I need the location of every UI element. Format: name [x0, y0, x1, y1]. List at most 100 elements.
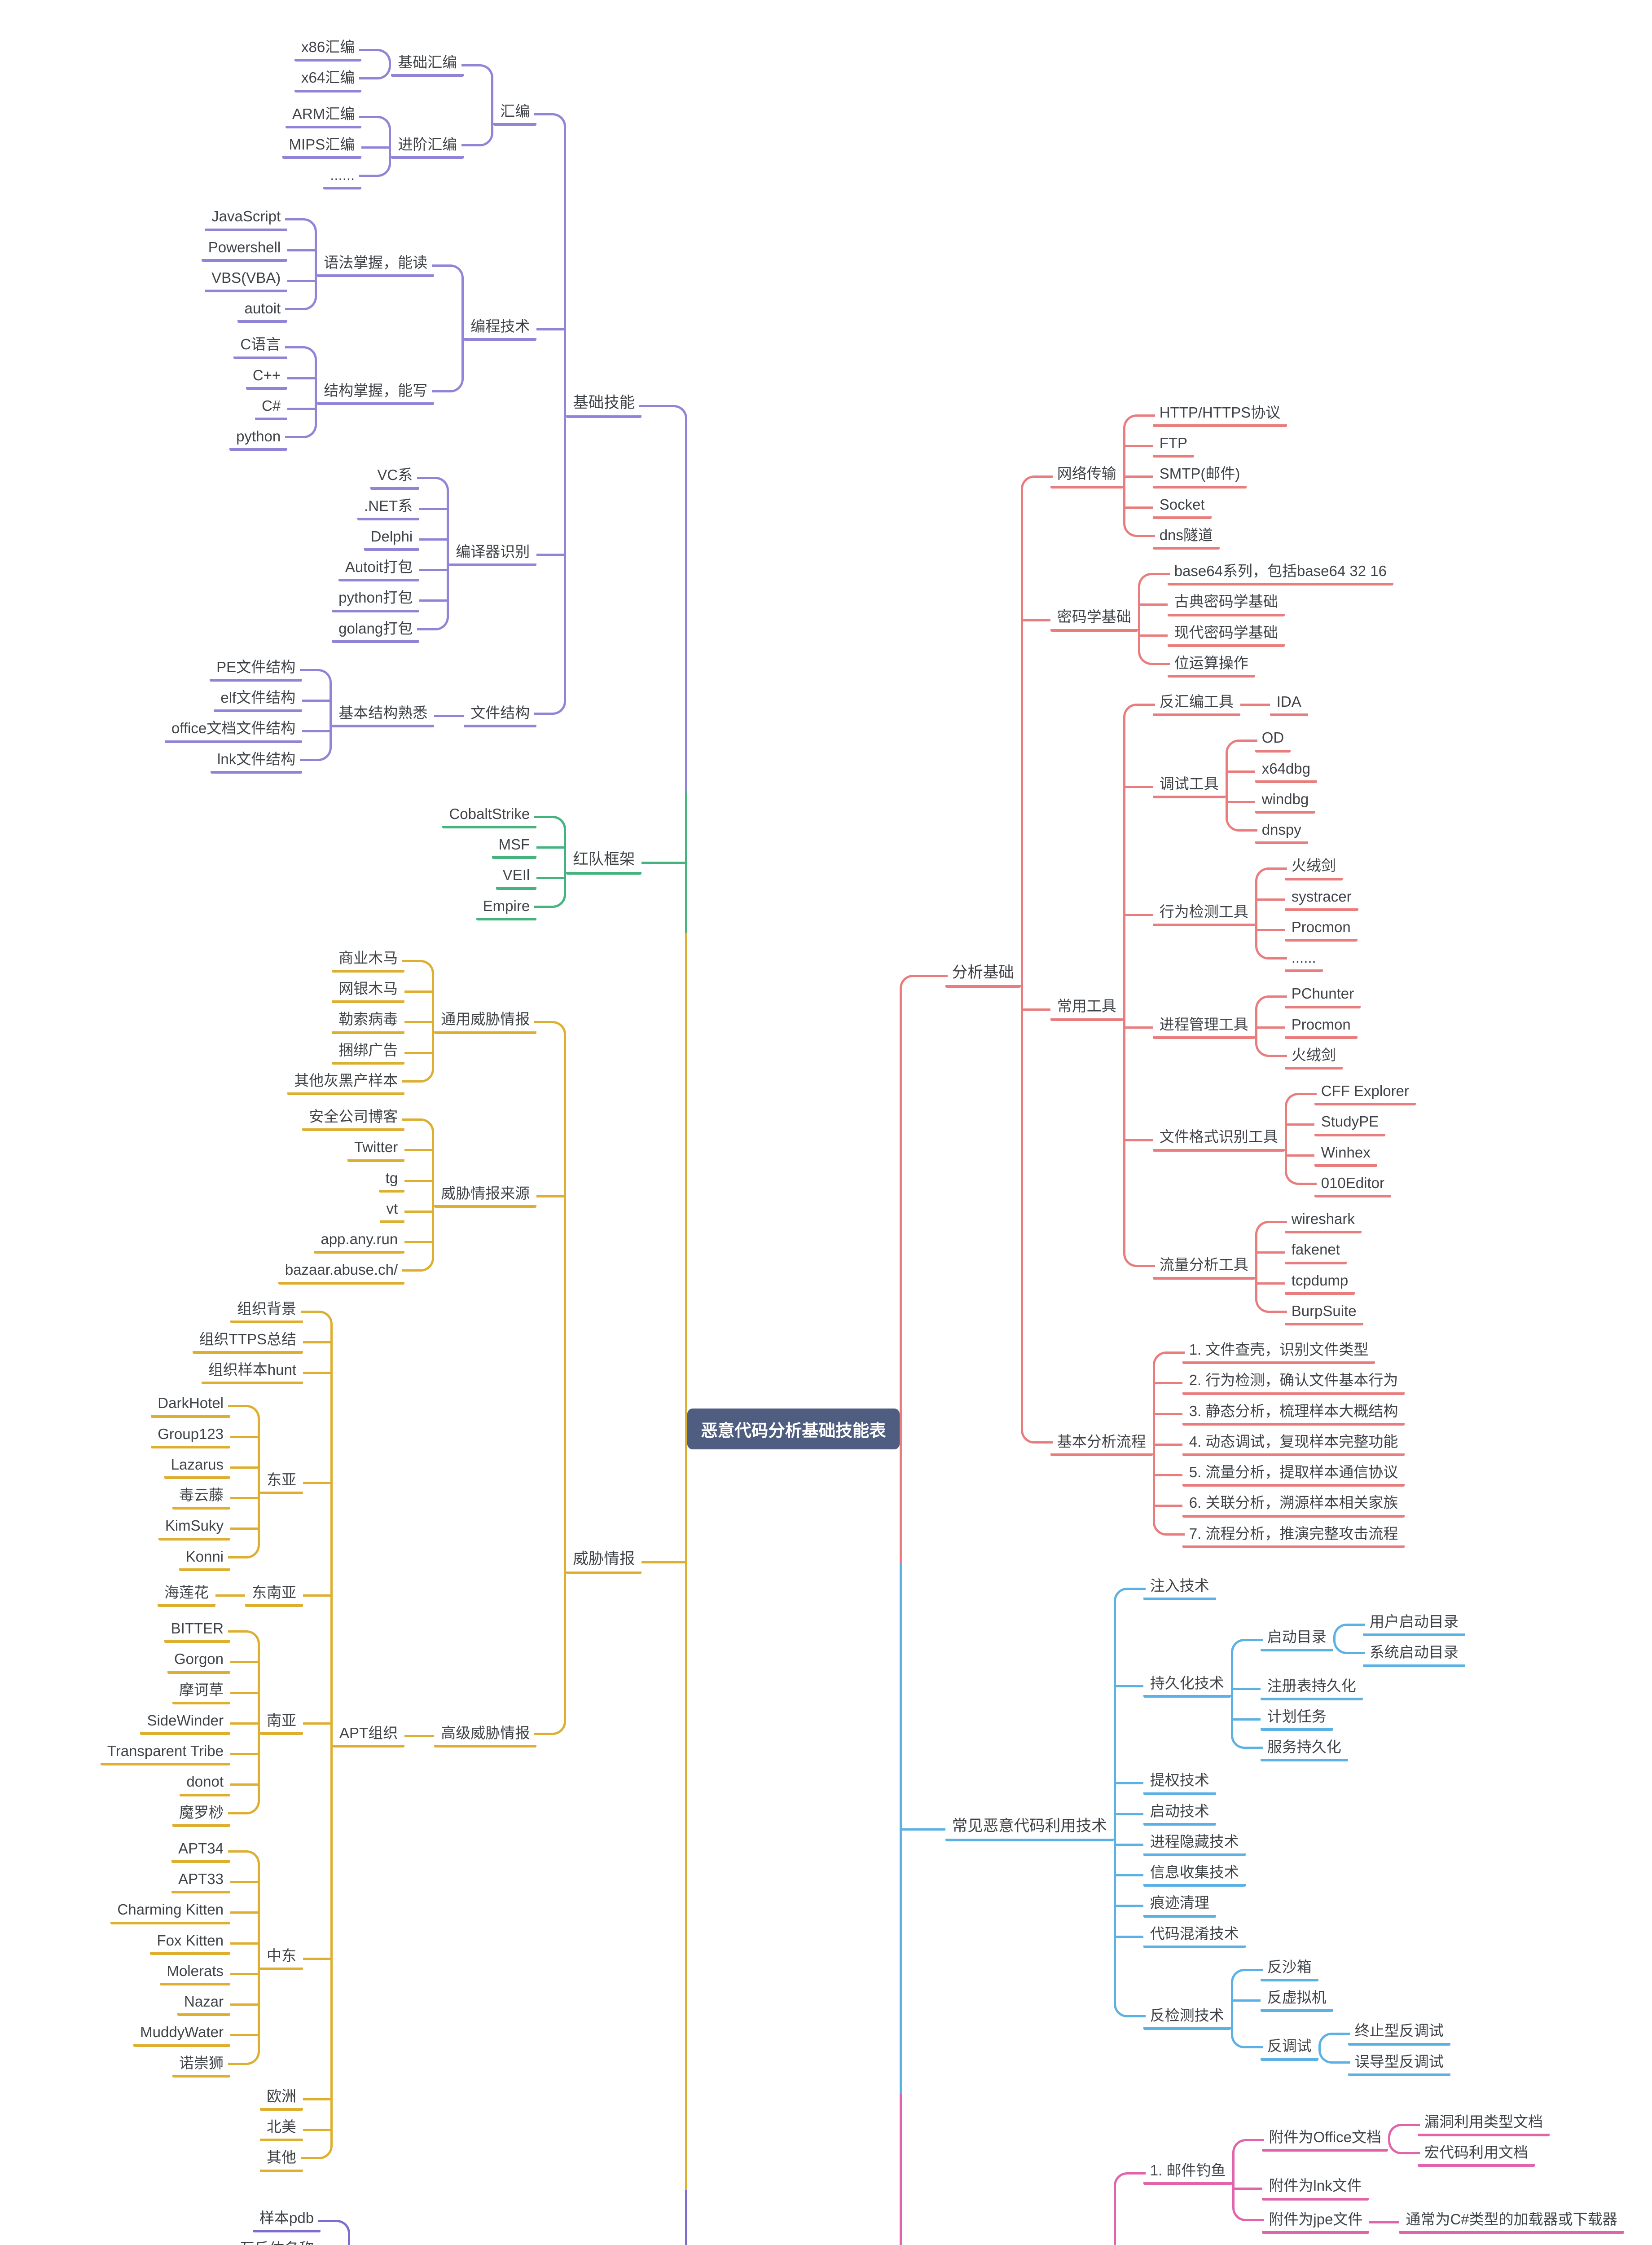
mindmap-node[interactable]: 流量分析工具: [1152, 1254, 1255, 1280]
mindmap-node[interactable]: tg: [378, 1167, 405, 1193]
mindmap-node[interactable]: tcpdump: [1284, 1270, 1355, 1295]
mindmap-node[interactable]: 1. 邮件钓鱼: [1143, 2160, 1233, 2185]
mindmap-node[interactable]: 痕迹清理: [1143, 1892, 1216, 1918]
mindmap-node[interactable]: elf文件结构: [214, 687, 303, 713]
mindmap-node[interactable]: JavaScript: [205, 206, 288, 231]
mindmap-node[interactable]: 常用工具: [1050, 995, 1123, 1021]
mindmap-node[interactable]: 反汇编工具: [1152, 691, 1240, 717]
mindmap-node[interactable]: 其他: [260, 2147, 303, 2172]
mindmap-node[interactable]: 火绒剑: [1284, 1044, 1343, 1070]
mindmap-node[interactable]: 010Editor: [1314, 1172, 1391, 1197]
mindmap-node[interactable]: PChunter: [1284, 983, 1361, 1008]
mindmap-node[interactable]: 现代密码学基础: [1167, 622, 1285, 647]
mindmap-node[interactable]: 海莲花: [158, 1582, 216, 1607]
mindmap-node[interactable]: 古典密码学基础: [1167, 591, 1285, 616]
mindmap-node[interactable]: 反调试: [1260, 2035, 1318, 2061]
mindmap-node[interactable]: 编译器识别: [449, 541, 537, 567]
mindmap-node[interactable]: APT组织: [333, 1722, 405, 1748]
mindmap-node[interactable]: 基础汇编: [391, 52, 464, 77]
mindmap-node[interactable]: 基本分析流程: [1050, 1431, 1153, 1456]
mindmap-node[interactable]: 调试工具: [1152, 773, 1226, 798]
mindmap-node[interactable]: 网络传输: [1050, 463, 1123, 489]
mindmap-node[interactable]: 6. 关联分析，溯源样本相关家族: [1182, 1492, 1405, 1518]
mindmap-node[interactable]: golang打包: [332, 618, 420, 643]
mindmap-node[interactable]: Nazar: [177, 1991, 231, 2016]
mindmap-node[interactable]: Fox Kitten: [150, 1930, 231, 1955]
mindmap-node[interactable]: 中东: [260, 1945, 303, 1970]
mindmap-node[interactable]: 提权技术: [1143, 1770, 1216, 1795]
mindmap-node[interactable]: 结构掌握，能写: [317, 380, 435, 405]
mindmap-node[interactable]: 组织TTPS总结: [192, 1329, 303, 1354]
mindmap-node[interactable]: donot: [180, 1771, 231, 1796]
mindmap-node[interactable]: MSF: [492, 834, 537, 859]
mindmap-node[interactable]: C语言: [233, 334, 288, 359]
mindmap-node[interactable]: 进阶汇编: [391, 134, 464, 159]
mindmap-node[interactable]: 服务持久化: [1260, 1736, 1348, 1762]
branch-topic-red-team-frameworks[interactable]: 红队框架: [566, 849, 642, 875]
mindmap-node[interactable]: Charming Kitten: [110, 1899, 231, 1924]
mindmap-node[interactable]: 高级威胁情报: [434, 1722, 537, 1748]
mindmap-node[interactable]: systracer: [1284, 886, 1358, 911]
mindmap-node[interactable]: 漏洞利用类型文档: [1418, 2111, 1550, 2136]
branch-topic-basic-skills[interactable]: 基础技能: [566, 392, 642, 418]
central-topic[interactable]: 恶意代码分析基础技能表: [687, 1409, 900, 1450]
mindmap-node[interactable]: 误导型反调试: [1348, 2051, 1450, 2076]
mindmap-node[interactable]: dnspy: [1255, 819, 1308, 845]
mindmap-node[interactable]: app.any.run: [314, 1228, 405, 1254]
mindmap-node[interactable]: PE文件结构: [210, 656, 303, 682]
mindmap-node[interactable]: 4. 动态调试，复现样本完整功能: [1182, 1431, 1405, 1456]
mindmap-node[interactable]: ARM汇编: [285, 103, 362, 128]
mindmap-node[interactable]: 终止型反调试: [1348, 2020, 1450, 2046]
mindmap-node[interactable]: 编程技术: [464, 316, 537, 341]
mindmap-node[interactable]: 通用威胁情报: [434, 1008, 537, 1034]
mindmap-node[interactable]: office文档文件结构: [164, 718, 303, 743]
mindmap-node[interactable]: KimSuky: [158, 1515, 231, 1541]
mindmap-node[interactable]: 摩诃草: [172, 1679, 231, 1704]
mindmap-node[interactable]: 北美: [260, 2116, 303, 2142]
mindmap-node[interactable]: 代码混淆技术: [1143, 1923, 1246, 1948]
mindmap-node[interactable]: MuddyWater: [133, 2021, 231, 2047]
mindmap-node[interactable]: SideWinder: [140, 1710, 231, 1735]
mindmap-node[interactable]: 文件结构: [464, 702, 537, 728]
mindmap-node[interactable]: windbg: [1255, 788, 1316, 814]
mindmap-node[interactable]: 反沙箱: [1260, 1956, 1318, 1981]
mindmap-node[interactable]: 网银木马: [332, 978, 405, 1004]
mindmap-node[interactable]: 诺崇狮: [172, 2052, 231, 2078]
mindmap-node[interactable]: Twitter: [347, 1136, 405, 1162]
mindmap-node[interactable]: 文件格式识别工具: [1152, 1126, 1285, 1152]
mindmap-node[interactable]: BurpSuite: [1284, 1300, 1363, 1325]
mindmap-node[interactable]: x86汇编: [294, 36, 362, 62]
mindmap-node[interactable]: Group123: [151, 1423, 231, 1448]
mindmap-node[interactable]: Procmon: [1284, 1014, 1358, 1039]
mindmap-node[interactable]: 东亚: [260, 1469, 303, 1495]
mindmap-node[interactable]: VC系: [370, 464, 420, 490]
mindmap-node[interactable]: 其他灰黑产样本: [287, 1070, 405, 1095]
mindmap-node[interactable]: 威胁情报来源: [434, 1183, 537, 1208]
mindmap-node[interactable]: autoit: [237, 298, 288, 323]
mindmap-node[interactable]: OD: [1255, 727, 1291, 753]
mindmap-node[interactable]: 附件为lnk文件: [1262, 2175, 1369, 2201]
mindmap-node[interactable]: 5. 流量分析，提取样本通信协议: [1182, 1461, 1405, 1487]
mindmap-node[interactable]: 2. 行为检测，确认文件基本行为: [1182, 1369, 1405, 1395]
mindmap-node[interactable]: Transparent Tribe: [100, 1740, 231, 1766]
mindmap-node[interactable]: Winhex: [1314, 1142, 1377, 1167]
mindmap-node[interactable]: vt: [379, 1198, 405, 1223]
mindmap-node[interactable]: VBS(VBA): [205, 267, 288, 292]
mindmap-node[interactable]: 样本pdb: [253, 2207, 321, 2232]
mindmap-node[interactable]: dns隧道: [1152, 524, 1220, 550]
mindmap-node[interactable]: 组织背景: [230, 1298, 303, 1323]
mindmap-node[interactable]: base64系列，包括base64 32 16: [1167, 560, 1393, 586]
mindmap-node[interactable]: 商业木马: [332, 947, 405, 973]
mindmap-node[interactable]: 1. 文件查壳，识别文件类型: [1182, 1339, 1375, 1365]
mindmap-node[interactable]: Delphi: [364, 526, 420, 551]
mindmap-node[interactable]: python打包: [332, 587, 420, 612]
mindmap-node[interactable]: 持久化技术: [1143, 1673, 1231, 1698]
mindmap-node[interactable]: 进程隐藏技术: [1143, 1831, 1246, 1856]
mindmap-node[interactable]: 捆绑广告: [332, 1039, 405, 1065]
mindmap-node[interactable]: 汇编: [493, 101, 537, 126]
mindmap-node[interactable]: Konni: [179, 1546, 231, 1571]
mindmap-node[interactable]: 东南亚: [245, 1582, 303, 1607]
mindmap-node[interactable]: ......: [323, 164, 362, 190]
mindmap-node[interactable]: C#: [255, 395, 288, 420]
mindmap-node[interactable]: CobaltStrike: [442, 803, 537, 828]
